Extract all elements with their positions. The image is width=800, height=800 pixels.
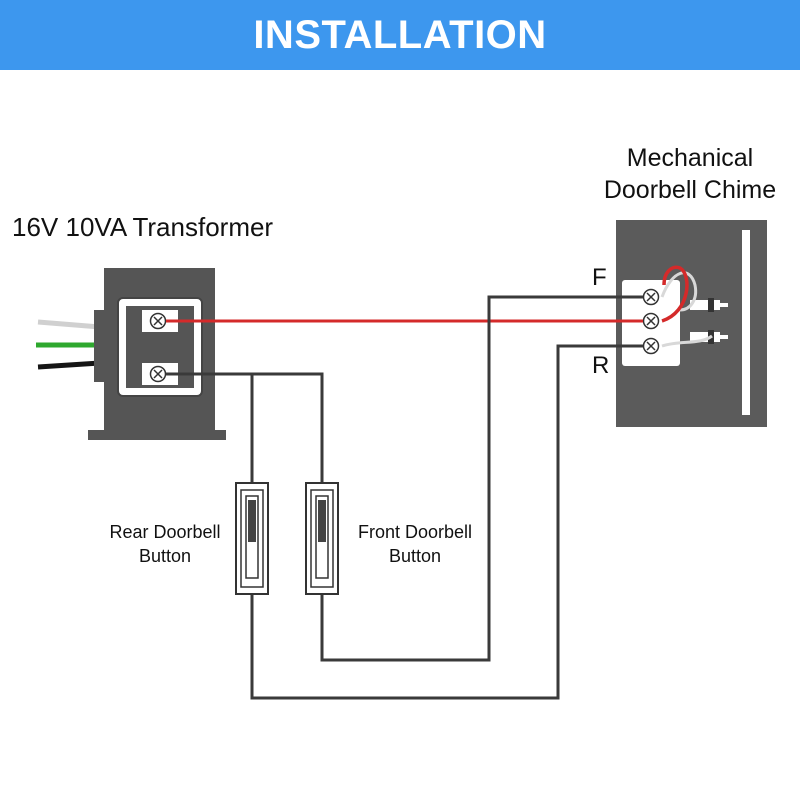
transformer-terminal-top [142, 310, 178, 332]
front-doorbell-button [305, 482, 339, 595]
banner-title: INSTALLATION [253, 12, 547, 57]
common-wires [166, 295, 643, 700]
chime-terminal-trans [642, 312, 660, 330]
transformer [88, 268, 226, 440]
terminal-r-label: R [592, 352, 610, 379]
rear-button-label: Rear Doorbell Button [90, 520, 240, 568]
supply-wires [36, 319, 101, 370]
rear-button-label-line1: Rear Doorbell [109, 522, 221, 542]
transformer-terminal-bottom [142, 363, 178, 385]
terminal-f-label: F [592, 264, 607, 291]
chime-unit [616, 220, 767, 427]
installation-banner: INSTALLATION [0, 0, 800, 70]
transformer-label: 16V 10VA Transformer [12, 212, 274, 242]
rear-doorbell-button [235, 482, 269, 595]
chime-label: Mechanical Doorbell Chime [580, 142, 800, 206]
chime-label-line1: Mechanical [626, 144, 754, 172]
front-button-label: Front Doorbell Button [340, 520, 490, 568]
chime-terminal-f [642, 288, 660, 306]
front-button-label-line2: Button [388, 546, 442, 566]
rear-button-label-line2: Button [138, 546, 192, 566]
front-button-label-line1: Front Doorbell [357, 522, 473, 542]
chime-label-line2: Doorbell Chime [603, 176, 777, 204]
chime-terminal-r [642, 337, 660, 355]
